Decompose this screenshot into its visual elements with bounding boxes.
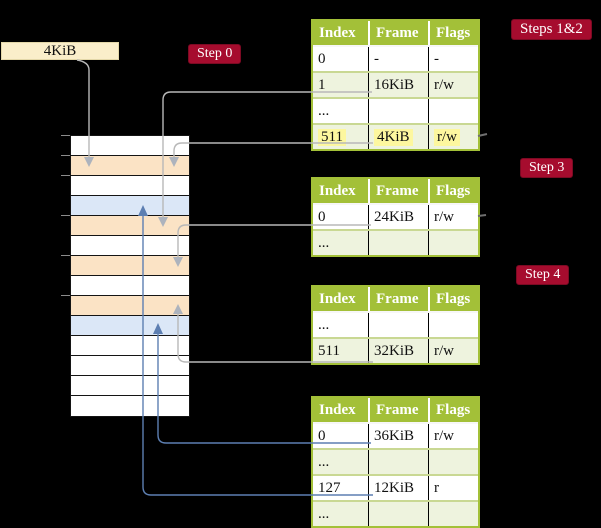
cell-index-highlighted: 511 [318, 128, 346, 146]
cell-frame: - [374, 50, 379, 67]
badge-step-0-label: Step 0 [197, 46, 233, 61]
table-row: ... [313, 448, 478, 474]
table-row: 0 36KiB r/w [313, 422, 478, 448]
cell-flags: r/w [434, 427, 454, 444]
header-flags: Flags [428, 179, 478, 203]
header-frame: Frame [368, 179, 428, 203]
badge-step-3: Step 3 [520, 158, 574, 178]
badge-step-4-label: Step 4 [525, 267, 561, 282]
cell-frame: 16KiB [374, 76, 415, 93]
header-flags: Flags [428, 21, 478, 45]
header-frame: Frame [368, 21, 428, 45]
header-index: Index [319, 290, 356, 307]
memory-frame-page-36kib [71, 316, 189, 336]
cell-flags: r/w [434, 76, 454, 93]
memory-frame-pagetable-4kib [71, 156, 189, 176]
frame-size-box: 4KiB [1, 42, 119, 60]
cell-frame-highlighted: 4KiB [374, 128, 413, 146]
memory-frame [71, 236, 189, 256]
cell-index: ... [318, 316, 330, 333]
table-header: Index Frame Flags [313, 398, 478, 422]
table-row: 511 32KiB r/w [313, 337, 478, 363]
cell-frame: 24KiB [374, 208, 415, 225]
header-frame: Frame [368, 287, 428, 311]
cell-index: 1 [318, 76, 326, 93]
memory-frame [71, 356, 189, 376]
badge-step-0: Step 0 [188, 44, 242, 64]
memory-frame-pagetable-24kib [71, 256, 189, 276]
page-table-24kib: Index Frame Flags ... 511 32KiB r/w [311, 285, 480, 365]
cell-index: 127 [318, 479, 341, 496]
cell-flags: - [434, 50, 439, 67]
table-row: 127 12KiB r [313, 474, 478, 500]
table-row-recursive-entry: 511 4KiB r/w [313, 123, 478, 149]
table-row: ... [313, 500, 478, 526]
table-header: Index Frame Flags [313, 179, 478, 203]
cell-index: 0 [318, 50, 326, 67]
table-row: ... [313, 311, 478, 337]
header-flags: Flags [428, 287, 478, 311]
cell-index: 511 [318, 342, 340, 359]
page-table-level2: Index Frame Flags 0 - - 1 16KiB r/w ... … [311, 19, 480, 151]
cell-flags: r/w [434, 208, 454, 225]
cell-index: 0 [318, 427, 326, 444]
cell-flags: r/w [434, 342, 454, 359]
memory-frame-pagetable-32kib [71, 296, 189, 316]
physical-memory-column [70, 135, 190, 417]
cell-frame: 36KiB [374, 427, 415, 444]
table-header: Index Frame Flags [313, 21, 478, 45]
cell-frame: 12KiB [374, 479, 415, 496]
memory-frame-pagetable-16kib [71, 216, 189, 236]
badge-steps-1-2-label: Steps 1&2 [520, 21, 583, 37]
cell-index: ... [318, 505, 330, 522]
cell-index: ... [318, 102, 330, 119]
frame-size-label: 4KiB [43, 42, 77, 59]
cell-flags: r [434, 479, 439, 496]
cell-frame: 32KiB [374, 342, 415, 359]
memory-frame [71, 376, 189, 396]
badge-step-4: Step 4 [516, 265, 570, 285]
badge-step-3-label: Step 3 [529, 160, 565, 175]
cell-index: ... [318, 453, 330, 470]
header-frame: Frame [368, 398, 428, 422]
memory-frame [71, 176, 189, 196]
cell-index: 0 [318, 208, 326, 225]
table-row: 0 - - [313, 45, 478, 71]
memory-frame [71, 396, 189, 416]
badge-steps-1-2: Steps 1&2 [511, 19, 592, 40]
memory-frame [71, 136, 189, 156]
table-header: Index Frame Flags [313, 287, 478, 311]
cell-index: ... [318, 234, 330, 251]
table-row: 1 16KiB r/w [313, 71, 478, 97]
memory-frame [71, 276, 189, 296]
memory-frame [71, 336, 189, 356]
cell-flags-highlighted: r/w [434, 128, 460, 146]
header-index: Index [319, 401, 356, 418]
table-row: ... [313, 229, 478, 255]
memory-frame-page-12kib [71, 196, 189, 216]
table-row: 0 24KiB r/w [313, 203, 478, 229]
address-tick-marks [61, 135, 70, 296]
page-table-32kib: Index Frame Flags 0 36KiB r/w ... 127 12… [311, 396, 480, 528]
header-index: Index [319, 182, 356, 199]
table-row: ... [313, 97, 478, 123]
header-flags: Flags [428, 398, 478, 422]
page-table-16kib: Index Frame Flags 0 24KiB r/w ... [311, 177, 480, 257]
header-index: Index [319, 24, 356, 41]
